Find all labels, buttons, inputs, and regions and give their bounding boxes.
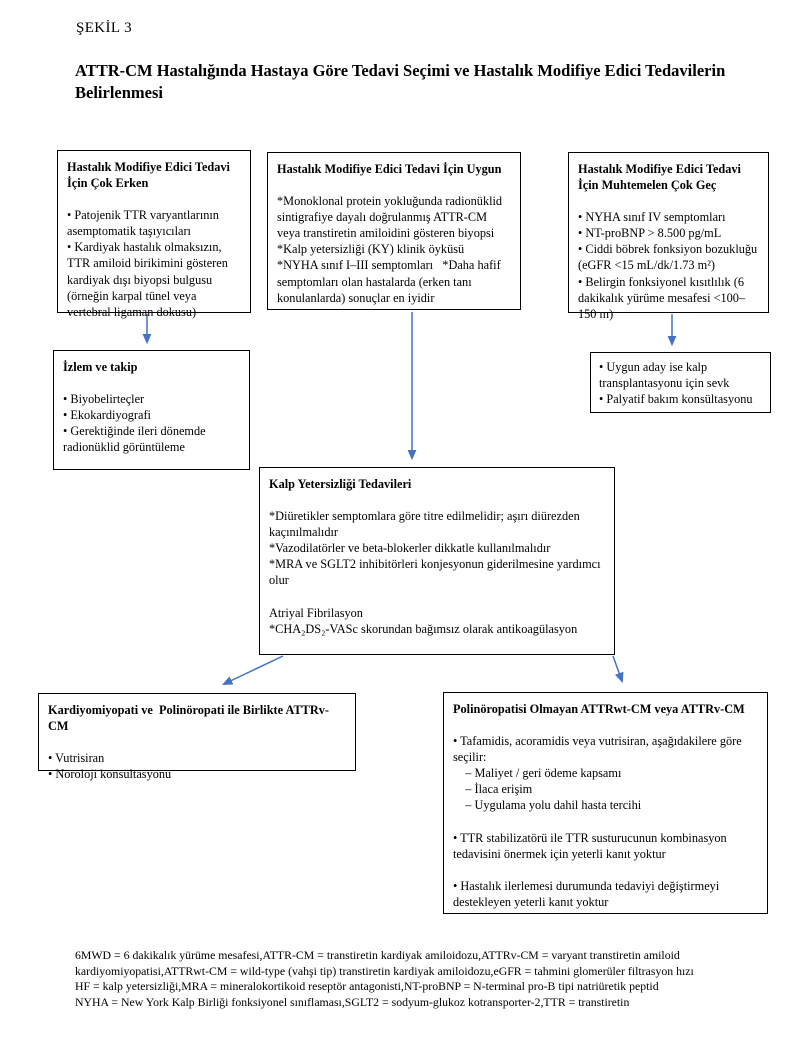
box-too-early-title: Hastalık Modifiye Edici Tedavi İçin Çok …	[67, 160, 234, 191]
box-appropriate-for-therapy: Hastalık Modifiye Edici Tedavi İçin Uygu…	[267, 152, 521, 310]
box-monitoring-followup: İzlem ve takip • Biyobelirteçler • Ekoka…	[53, 350, 250, 470]
box-attrwt-or-attrv-cm-no-polyneuropathy: Polinöropatisi Olmayan ATTRwt-CM veya AT…	[443, 692, 768, 914]
box-attrv-body: • Vutrisiran • Nöroloji konsültasyonu	[48, 751, 172, 782]
figure-title: ATTR-CM Hastalığında Hastaya Göre Tedavi…	[75, 61, 726, 103]
figure-label: ŞEKİL 3	[76, 20, 132, 36]
box-appropriate-body: *Monoklonal protein yokluğunda radionükl…	[277, 194, 503, 305]
box-no-polyneuropathy-body: • Tafamidis, acoramidis veya vutrisiran,…	[453, 734, 742, 910]
box-transplant-body: • Uygun aday ise kalp transplantasyonu i…	[599, 360, 753, 407]
box-heart-failure-body: *Diüretikler semptomlara göre titre edil…	[269, 509, 601, 636]
box-too-late-body: • NYHA sınıf IV semptomları • NT-proBNP …	[578, 210, 758, 321]
arrow-heart-failure-to-attrwt-icon	[612, 655, 624, 684]
box-too-late-for-therapy: Hastalık Modifiye Edici Tedavi İçin Muht…	[568, 152, 769, 321]
box-monitoring-body: • Biyobelirteçler • Ekokardiyografi • Ge…	[63, 392, 206, 455]
box-heart-failure-title: Kalp Yetersizliği Tedavileri	[269, 477, 412, 491]
box-appropriate-title: Hastalık Modifiye Edici Tedavi İçin Uygu…	[277, 162, 502, 176]
abbreviations-footnote: 6MWD = 6 dakikalık yürüme mesafesi,ATTR-…	[75, 948, 694, 1010]
box-too-early-body: • Patojenik TTR varyantlarının asemptoma…	[67, 208, 228, 319]
box-monitoring-title: İzlem ve takip	[63, 360, 138, 374]
arrow-heart-failure-to-attrv-icon	[221, 655, 284, 685]
box-too-late-title: Hastalık Modifiye Edici Tedavi İçin Muht…	[578, 162, 745, 193]
box-attrv-title: Kardiyomiyopati ve Polinöropati ile Birl…	[48, 703, 330, 734]
box-transplant-palliative: • Uygun aday ise kalp transplantasyonu i…	[590, 352, 771, 413]
box-no-polyneuropathy-title: Polinöropatisi Olmayan ATTRwt-CM veya AT…	[453, 702, 745, 716]
box-too-early-for-therapy: Hastalık Modifiye Edici Tedavi İçin Çok …	[57, 150, 251, 319]
box-attrv-cm-with-polyneuropathy: Kardiyomiyopati ve Polinöropati ile Birl…	[38, 693, 356, 781]
box-heart-failure-treatments: Kalp Yetersizliği Tedavileri *Diüretikle…	[259, 467, 615, 655]
